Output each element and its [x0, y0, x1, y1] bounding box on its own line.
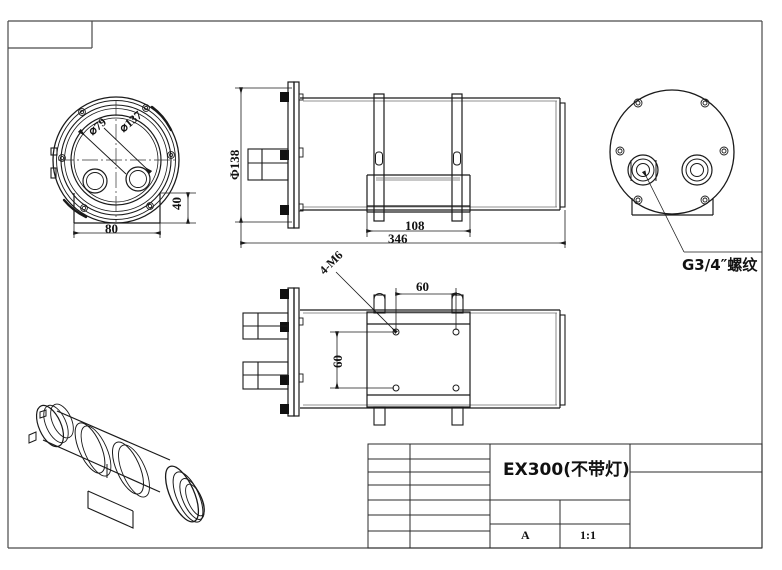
thread-note-label: G3/4″螺纹	[682, 256, 758, 274]
dim-label-pitch-y-60: 60	[330, 355, 345, 368]
bolt-note-leader	[335, 271, 398, 334]
side-bracket	[366, 93, 471, 222]
front-bolt-holes	[58, 104, 175, 212]
dim-label-length-346: 346	[388, 231, 408, 246]
front-gland-bosses	[82, 166, 151, 194]
plan-flange-bolts	[280, 289, 289, 414]
plan-flange	[287, 287, 300, 417]
dim-flange-138	[235, 87, 292, 223]
dim-pitch-x-60	[395, 288, 457, 330]
dim-label-base-width-80: 80	[105, 221, 118, 236]
dim-bracket-108	[366, 212, 471, 237]
side-flange	[287, 81, 300, 229]
plan-connectors	[242, 312, 289, 390]
isometric-3d-view	[28, 403, 205, 529]
side-connector	[247, 148, 289, 181]
rear-gland-ports	[627, 154, 713, 186]
dim-length-346	[240, 210, 566, 248]
rear-bolt-holes	[615, 98, 729, 205]
dim-bolt-circle-137	[103, 127, 153, 175]
front-circular-view	[50, 96, 196, 238]
dim-label-bracket-108: 108	[405, 218, 425, 233]
thread-note-leader	[641, 170, 762, 253]
dim-pitch-y-60	[330, 331, 394, 389]
title-block-scale: 1:1	[580, 528, 596, 542]
dim-label-pitch-x-60: 60	[416, 279, 429, 294]
rear-base-plate	[631, 198, 714, 216]
dim-height-40	[160, 192, 196, 224]
side-flange-bolts	[280, 92, 289, 215]
title-block-sheet: A	[521, 528, 530, 542]
title-block	[367, 443, 763, 549]
plan-mounting-holes	[392, 328, 460, 392]
dim-label-flange-138: Φ138	[227, 149, 242, 180]
title-block-name: EX300(不带灯)	[503, 460, 630, 480]
plan-bracket-plate	[366, 311, 471, 408]
plan-top-view	[242, 271, 566, 426]
front-base-plate	[73, 193, 161, 224]
rear-circular-view	[609, 89, 762, 253]
dim-label-base-height-40: 40	[169, 197, 184, 210]
dim-width-80	[73, 223, 161, 238]
side-elevation-view	[235, 81, 566, 248]
front-center-lines	[58, 100, 176, 222]
dim-bore-79	[77, 128, 127, 175]
